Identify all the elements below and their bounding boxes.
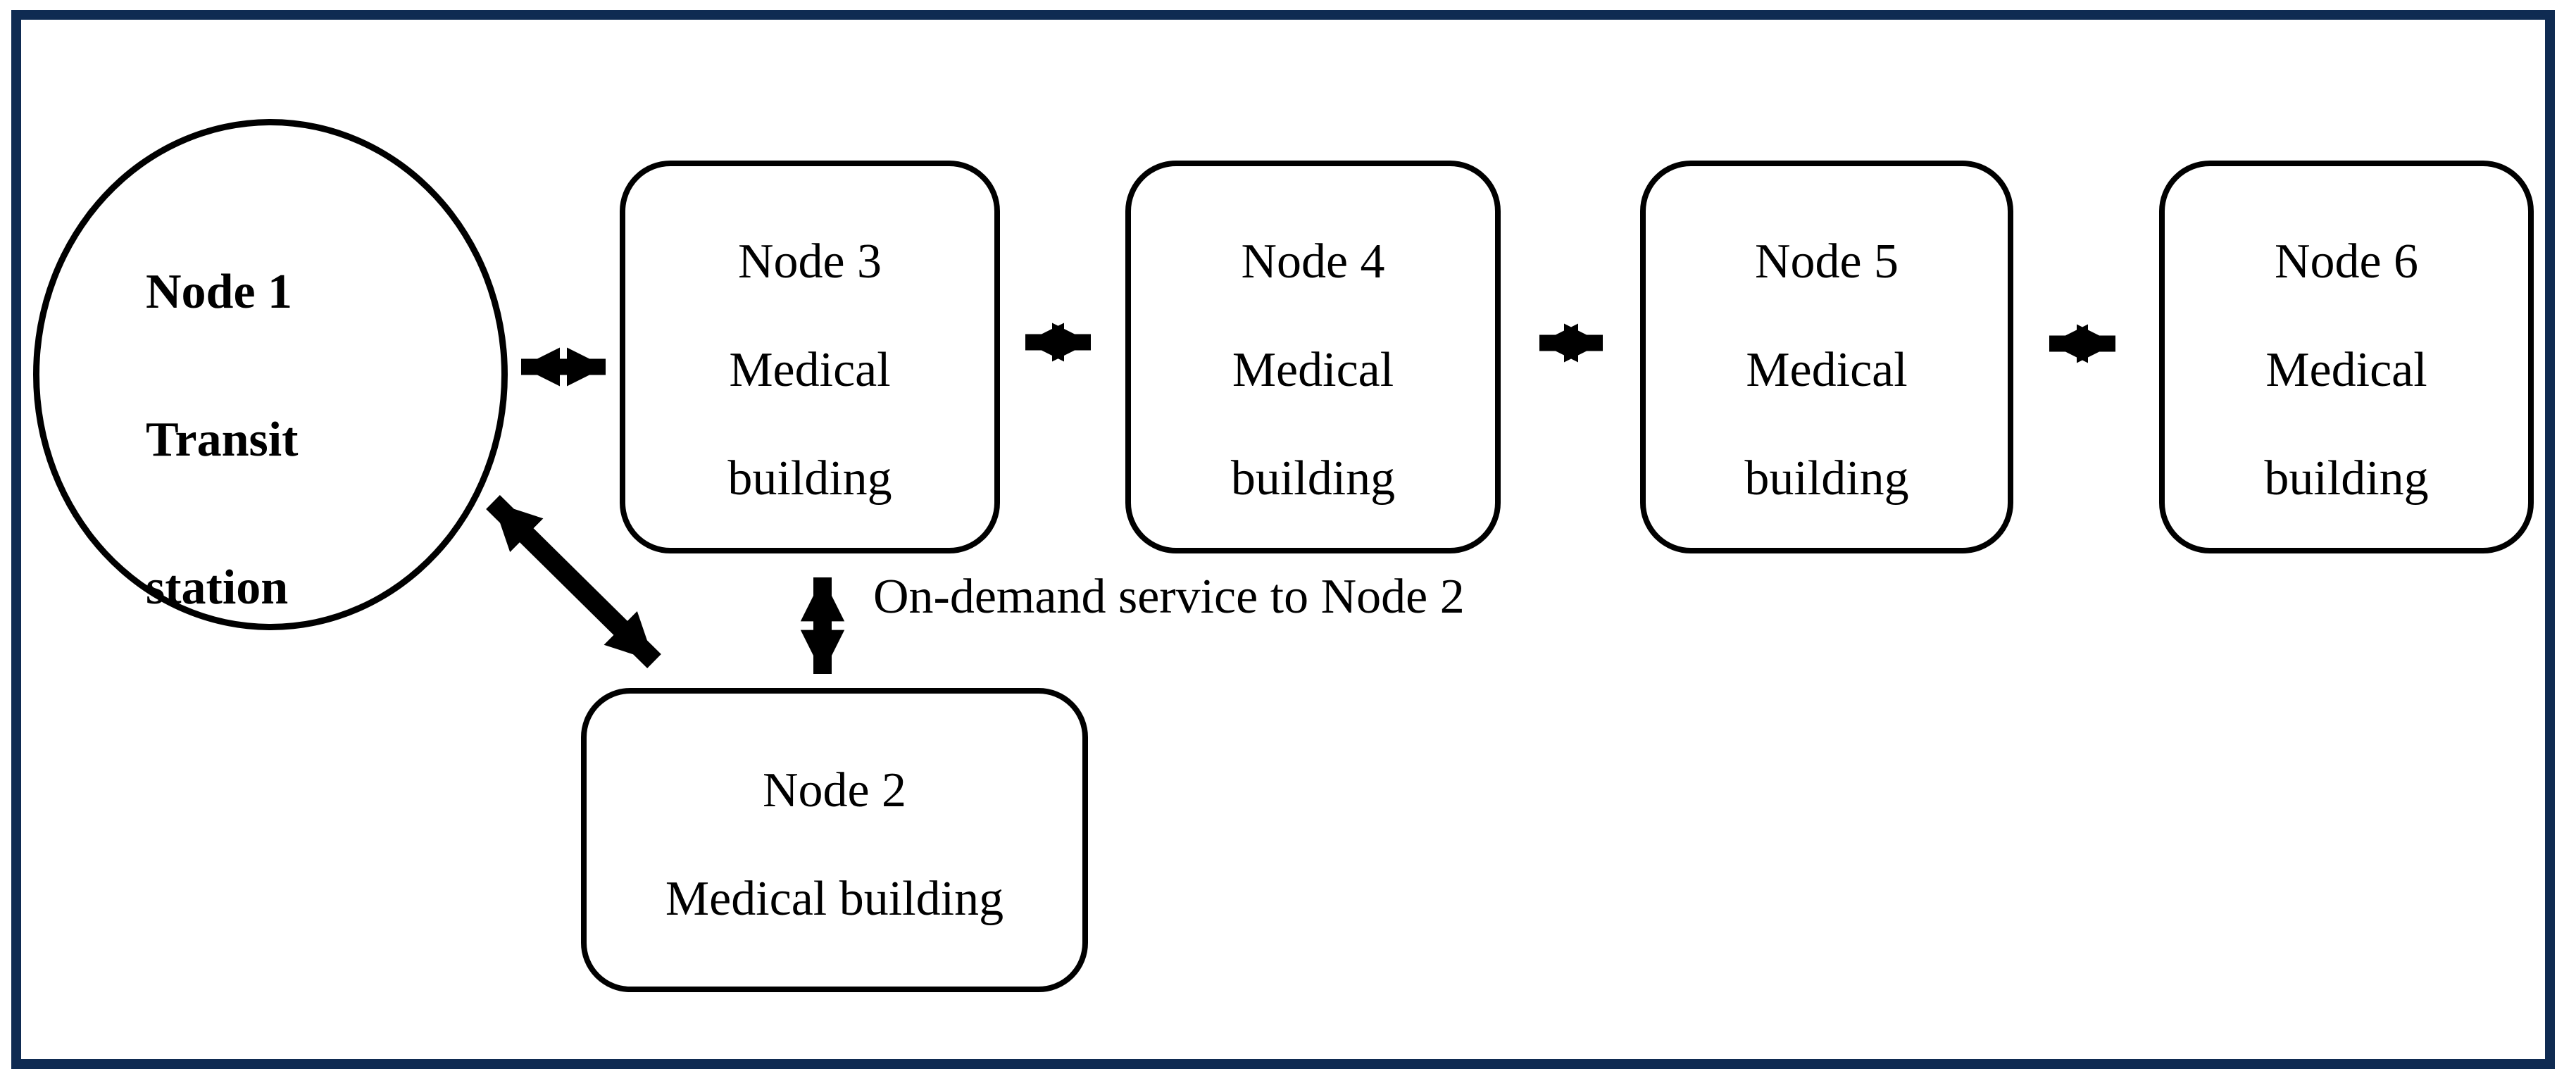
double-arrow-node1-node2 [486,495,661,668]
node6-label-line1: Node 6 [2274,234,2419,289]
node5-label-line2: Medical [1746,343,1908,397]
node4-label-line3: building [1230,451,1396,506]
node3-label-line1: Node 3 [737,234,882,289]
node6-medical-building: Node 6 Medical building [2159,161,2534,553]
on-demand-service-label: On-demand service to Node 2 [873,570,1465,624]
node5-label-line3: building [1744,451,1909,506]
outer-border [11,10,2555,1069]
node2-label-line2: Medical building [665,872,1004,926]
node6-label-line3: building [2264,451,2429,506]
node2-label-line1: Node 2 [762,763,907,818]
node3-label-line2: Medical [729,343,891,397]
node6-label-line2: Medical [2265,343,2427,397]
node1-label-line1: Node 1 [146,265,293,319]
node4-label-line2: Medical [1232,343,1394,397]
node1-label-line3: station [146,561,289,615]
node2-medical-building: Node 2 Medical building [581,688,1088,992]
node5-medical-building: Node 5 Medical building [1640,161,2013,553]
node1-transit-station: Node 1 Transit station [33,119,508,630]
node1-label-line2: Transit [146,413,299,467]
node4-label-line1: Node 4 [1241,234,1385,289]
node3-label-line3: building [727,451,892,506]
node5-label-line1: Node 5 [1754,234,1899,289]
node3-medical-building: Node 3 Medical building [620,161,1000,553]
node4-medical-building: Node 4 Medical building [1125,161,1501,553]
